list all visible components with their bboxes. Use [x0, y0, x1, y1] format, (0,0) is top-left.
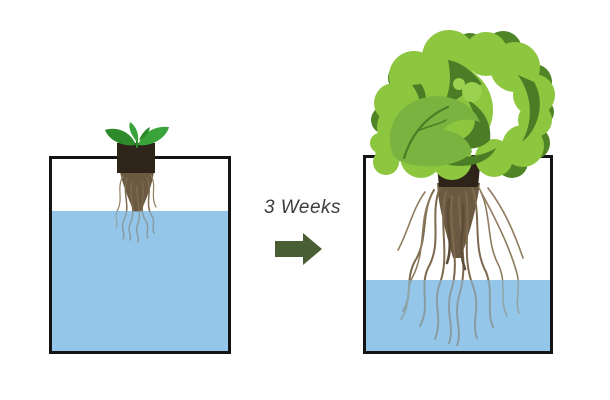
seedling-leaf-left: [105, 128, 136, 146]
seedling-sprout-right: [139, 127, 150, 140]
lettuce-highlights: [453, 78, 482, 102]
lettuce-head-illustration: [370, 30, 555, 187]
seedling-leaves: [105, 122, 169, 148]
lettuce-root-strands-dark: [445, 198, 467, 271]
water-overlay-right: [366, 280, 550, 351]
transition-label: 3 Weeks: [263, 197, 342, 218]
seedling-leaf-right: [138, 126, 169, 146]
arrow-right-icon: [275, 233, 322, 265]
lettuce-front-leaf-veins: [402, 105, 450, 160]
water-overlay-left: [52, 211, 228, 351]
arrow-right-shape: [275, 233, 322, 265]
net-pot-cube: [117, 143, 155, 173]
lettuce-front-leaf: [389, 96, 480, 167]
seedling-sprout-left: [129, 122, 139, 141]
